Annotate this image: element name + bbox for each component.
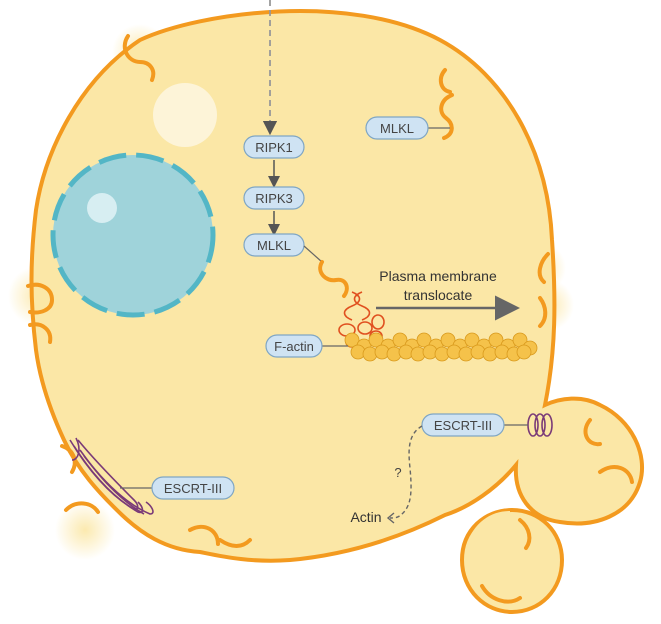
membrane-pore-icon <box>26 34 634 604</box>
translocate-text: translocate <box>404 287 473 303</box>
escrt-spiral-icon <box>69 437 154 515</box>
actin-dashed-path <box>389 425 423 519</box>
escrt-right-pill: ESCRT-III <box>421 413 505 437</box>
ripk3-pill: RIPK3 <box>243 186 305 210</box>
f-actin-label: F-actin <box>274 339 314 354</box>
question-mark: ? <box>394 465 401 480</box>
f-actin-pill: F-actin <box>265 334 323 358</box>
mlkl-membrane-label: MLKL <box>380 121 414 136</box>
plasma-membrane-text: Plasma membrane <box>379 268 497 284</box>
membrane-vesicle <box>459 507 565 615</box>
ripk1-label: RIPK1 <box>255 140 293 155</box>
actin-text: Actin <box>350 509 381 525</box>
ripk3-label: RIPK3 <box>255 191 293 206</box>
escrt-left-pill: ESCRT-III <box>151 476 235 500</box>
mlkl-cascade-pill: MLKL <box>243 233 305 257</box>
ripk1-pill: RIPK1 <box>243 135 305 159</box>
escrt-left-label: ESCRT-III <box>164 481 222 496</box>
nucleus <box>50 152 216 318</box>
actin-filament-icon <box>344 332 538 362</box>
vacuole <box>153 83 217 147</box>
mlkl-cascade-label: MLKL <box>257 238 291 253</box>
mlkl-pore-hook <box>318 260 349 298</box>
mlkl-membrane-pill: MLKL <box>365 116 429 140</box>
escrt-right-label: ESCRT-III <box>434 418 492 433</box>
